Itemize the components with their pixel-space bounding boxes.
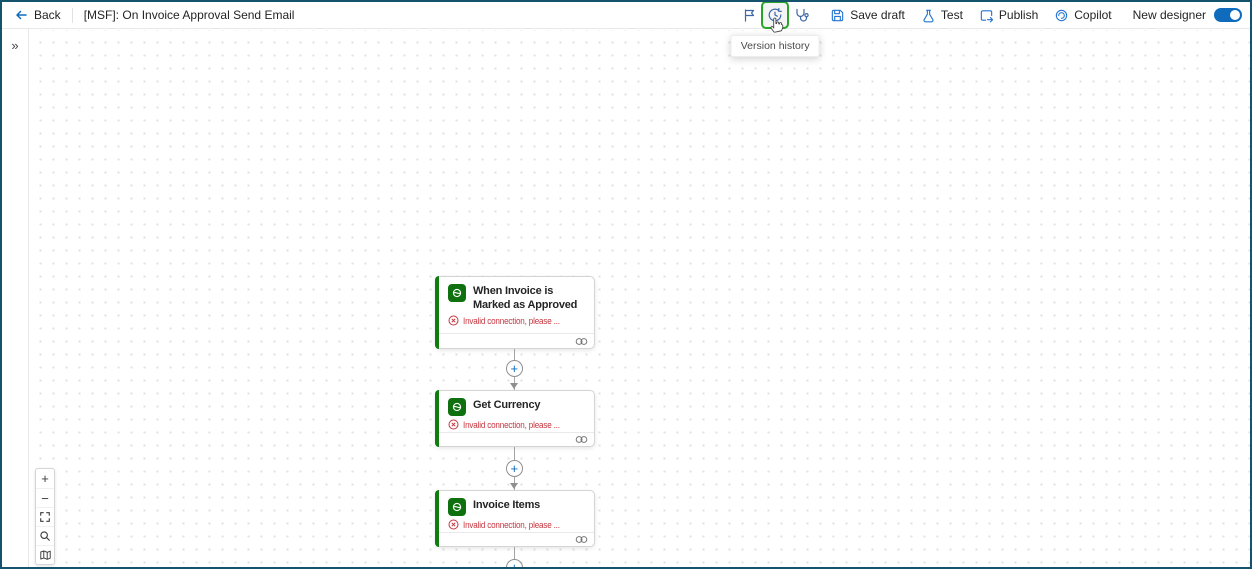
- dataverse-icon: [448, 498, 466, 516]
- node-header: When Invoice is Marked as Approved: [448, 284, 586, 312]
- error-text: Invalid connection, please ...: [463, 419, 560, 430]
- flow-node-trigger[interactable]: When Invoice is Marked as Approved Inval…: [435, 276, 595, 349]
- toggle-knob: [1230, 10, 1240, 20]
- publish-label: Publish: [998, 8, 1039, 22]
- node-header: Get Currency: [448, 398, 586, 416]
- insert-action-button[interactable]: +: [505, 460, 523, 477]
- save-draft-label: Save draft: [850, 8, 905, 22]
- connector-line: [513, 547, 515, 567]
- connection-link-icon[interactable]: [575, 337, 588, 346]
- copilot-button[interactable]: Copilot: [1047, 3, 1118, 27]
- node-title: When Invoice is Marked as Approved: [473, 285, 578, 311]
- error-text: Invalid connection, please ...: [463, 315, 560, 326]
- version-history-button[interactable]: Version history: [730, 2, 820, 57]
- back-arrow-icon: [14, 8, 28, 22]
- node-body: Get Currency Invalid connection, please …: [436, 391, 594, 432]
- left-panel-rail: »: [2, 29, 29, 567]
- node-body: When Invoice is Marked as Approved Inval…: [436, 277, 594, 333]
- search-button[interactable]: [36, 526, 54, 545]
- node-error-row: Invalid connection, please ...: [448, 519, 586, 530]
- node-header: Invoice Items: [448, 498, 586, 516]
- connection-link-icon[interactable]: [575, 435, 588, 444]
- flow-checker-button[interactable]: [789, 3, 813, 27]
- zoom-in-button[interactable]: +: [41, 471, 49, 486]
- new-designer-label: New designer: [1132, 8, 1206, 22]
- node-accent-bar: [435, 490, 439, 547]
- node-error-row: Invalid connection, please ...: [448, 315, 586, 326]
- feedback-icon: [741, 7, 757, 23]
- node-body: Invoice Items Invalid connection, please…: [436, 491, 594, 532]
- node-footer: [436, 333, 594, 348]
- node-accent-bar: [435, 390, 439, 447]
- node-footer: [436, 432, 594, 446]
- save-draft-button[interactable]: Save draft: [823, 3, 912, 27]
- new-designer-toggle[interactable]: [1214, 8, 1242, 22]
- flow-title: [MSF]: On Invoice Approval Send Email: [83, 8, 295, 22]
- flow-checker-icon: [793, 7, 809, 23]
- dataverse-icon: [448, 284, 466, 302]
- insert-action-button[interactable]: +: [505, 558, 523, 567]
- version-history-tooltip: Version history: [730, 35, 820, 57]
- node-accent-bar: [435, 276, 439, 349]
- error-icon: [448, 419, 459, 430]
- connector-arrow-icon: [509, 383, 518, 389]
- topbar-left: Back [MSF]: On Invoice Approval Send Ema…: [14, 7, 737, 23]
- fit-view-button[interactable]: [36, 507, 54, 526]
- minimap-button[interactable]: [36, 545, 54, 564]
- new-designer-control: New designer: [1133, 8, 1242, 22]
- flow-canvas[interactable]: When Invoice is Marked as Approved Inval…: [30, 30, 1250, 567]
- connector-arrow-icon: [509, 483, 518, 489]
- error-icon: [448, 519, 459, 530]
- top-command-bar: Back [MSF]: On Invoice Approval Send Ema…: [2, 2, 1250, 57]
- topbar-divider: [71, 7, 73, 23]
- save-icon: [830, 8, 845, 23]
- publish-icon: [979, 8, 994, 23]
- node-error-row: Invalid connection, please ...: [448, 419, 586, 430]
- node-footer: [436, 532, 594, 546]
- dataverse-icon: [448, 398, 466, 416]
- publish-button[interactable]: Publish: [972, 3, 1045, 27]
- error-text: Invalid connection, please ...: [463, 519, 560, 530]
- version-history-icon: [767, 7, 783, 23]
- error-icon: [448, 315, 459, 326]
- insert-action-button[interactable]: +: [505, 359, 523, 377]
- feedback-button[interactable]: [737, 3, 761, 27]
- flow-node-invoice-items[interactable]: Invoice Items Invalid connection, please…: [435, 490, 595, 547]
- flow-node-get-currency[interactable]: Get Currency Invalid connection, please …: [435, 390, 595, 447]
- node-title: Get Currency: [473, 399, 541, 411]
- node-title: Invoice Items: [473, 499, 541, 511]
- copilot-icon: [1054, 8, 1069, 23]
- connection-link-icon[interactable]: [575, 535, 588, 544]
- test-beaker-icon: [921, 8, 936, 23]
- copilot-label: Copilot: [1074, 8, 1112, 22]
- test-label: Test: [940, 8, 963, 22]
- expand-panel-button[interactable]: »: [11, 38, 19, 53]
- zoom-out-button[interactable]: −: [36, 488, 54, 507]
- back-label: Back: [34, 8, 61, 22]
- test-button[interactable]: Test: [914, 3, 970, 27]
- back-button[interactable]: Back: [14, 8, 61, 22]
- topbar-right: Version history Save draft Test: [730, 2, 1242, 57]
- canvas-zoom-toolbar: + −: [35, 468, 55, 565]
